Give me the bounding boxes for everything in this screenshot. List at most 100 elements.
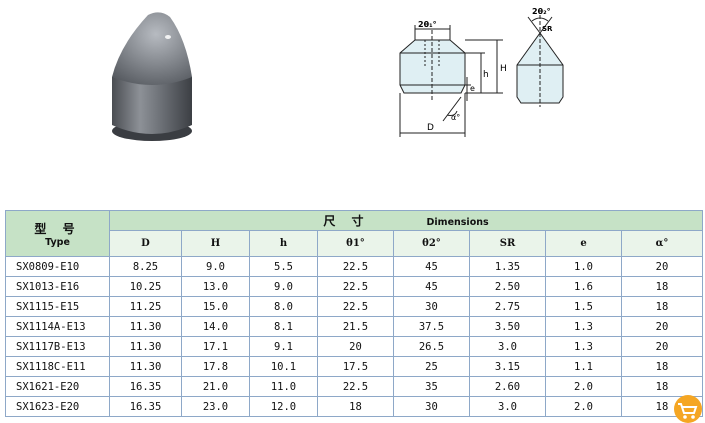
value-cell: 18	[620, 376, 704, 397]
value-cell: 5.5	[249, 256, 318, 277]
value-cell: 11.30	[109, 336, 182, 357]
value-cell: 17.5	[317, 356, 394, 377]
value-cell: 11.30	[109, 316, 182, 337]
dimensions-header: 尺 寸 Dimensions	[108, 210, 704, 231]
value-cell: 23.0	[181, 396, 250, 417]
type-header-en: Type	[45, 236, 70, 248]
value-cell: 11.30	[109, 356, 182, 377]
value-cell: 10.1	[249, 356, 318, 377]
dimensions-header-en: Dimensions	[426, 217, 489, 228]
value-cell: 9.0	[249, 276, 318, 297]
value-cell: 16.35	[109, 376, 182, 397]
value-cell: 2.60	[469, 376, 546, 397]
value-cell: 9.1	[249, 336, 318, 357]
column-header: θ2°	[393, 230, 470, 257]
column-header: θ1°	[317, 230, 394, 257]
value-cell: 22.5	[317, 276, 394, 297]
value-cell: 2.0	[545, 376, 622, 397]
value-cell: 17.1	[181, 336, 250, 357]
type-header: 型 号 Type	[5, 210, 110, 257]
value-cell: 35	[393, 376, 470, 397]
diagram-label-H: H	[500, 64, 507, 74]
type-cell: SX1118C-E11	[5, 356, 110, 377]
value-cell: 30	[393, 396, 470, 417]
type-cell: SX1117B-E13	[5, 336, 110, 357]
value-cell: 20	[620, 336, 704, 357]
value-cell: 20	[317, 336, 394, 357]
type-cell: SX1623-E20	[5, 396, 110, 417]
diagram-label-D: D	[427, 123, 434, 133]
value-cell: 22.5	[317, 296, 394, 317]
column-header: h	[249, 230, 318, 257]
value-cell: 17.8	[181, 356, 250, 377]
value-cell: 1.6	[545, 276, 622, 297]
value-cell: 45	[393, 276, 470, 297]
value-cell: 37.5	[393, 316, 470, 337]
value-cell: 11.25	[109, 296, 182, 317]
value-cell: 8.1	[249, 316, 318, 337]
diagram-label-alpha: α°	[451, 113, 460, 122]
diagram-label-sr: SR	[542, 25, 553, 33]
diagram-label-h: h	[483, 70, 489, 80]
type-cell: SX0809-E10	[5, 256, 110, 277]
value-cell: 25	[393, 356, 470, 377]
column-header: α°	[620, 230, 704, 257]
value-cell: 3.0	[469, 336, 546, 357]
type-cell: SX1115-E15	[5, 296, 110, 317]
value-cell: 22.5	[317, 256, 394, 277]
value-cell: 26.5	[393, 336, 470, 357]
value-cell: 21.0	[181, 376, 250, 397]
value-cell: 10.25	[109, 276, 182, 297]
value-cell: 22.5	[317, 376, 394, 397]
column-header: H	[181, 230, 250, 257]
product-photo	[112, 12, 192, 141]
value-cell: 8.0	[249, 296, 318, 317]
value-cell: 1.3	[545, 336, 622, 357]
value-cell: 9.0	[181, 256, 250, 277]
shopping-cart-icon[interactable]	[672, 395, 704, 423]
value-cell: 11.0	[249, 376, 318, 397]
value-cell: 3.15	[469, 356, 546, 377]
type-cell: SX1114A-E13	[5, 316, 110, 337]
value-cell: 21.5	[317, 316, 394, 337]
value-cell: 13.0	[181, 276, 250, 297]
value-cell: 1.1	[545, 356, 622, 377]
value-cell: 12.0	[249, 396, 318, 417]
value-cell: 3.50	[469, 316, 546, 337]
type-cell: SX1013-E16	[5, 276, 110, 297]
value-cell: 1.3	[545, 316, 622, 337]
diagram-label-e: e	[470, 84, 475, 93]
value-cell: 1.5	[545, 296, 622, 317]
column-header: e	[545, 230, 622, 257]
value-cell: 3.0	[469, 396, 546, 417]
value-cell: 18	[317, 396, 394, 417]
value-cell: 2.50	[469, 276, 546, 297]
column-header: D	[109, 230, 182, 257]
value-cell: 2.75	[469, 296, 546, 317]
value-cell: 1.35	[469, 256, 546, 277]
value-cell: 45	[393, 256, 470, 277]
dimension-diagram: 2θ₁° 2θ₂° SR H h e α° D	[399, 7, 564, 137]
value-cell: 30	[393, 296, 470, 317]
value-cell: 20	[620, 256, 704, 277]
type-header-zh: 型 号	[34, 221, 81, 236]
dimensions-header-zh: 尺 寸	[323, 214, 370, 228]
value-cell: 18	[620, 296, 704, 317]
value-cell: 16.35	[109, 396, 182, 417]
type-cell: SX1621-E20	[5, 376, 110, 397]
value-cell: 20	[620, 316, 704, 337]
value-cell: 2.0	[545, 396, 622, 417]
value-cell: 18	[620, 356, 704, 377]
column-header: SR	[469, 230, 546, 257]
value-cell: 14.0	[181, 316, 250, 337]
value-cell: 1.0	[545, 256, 622, 277]
